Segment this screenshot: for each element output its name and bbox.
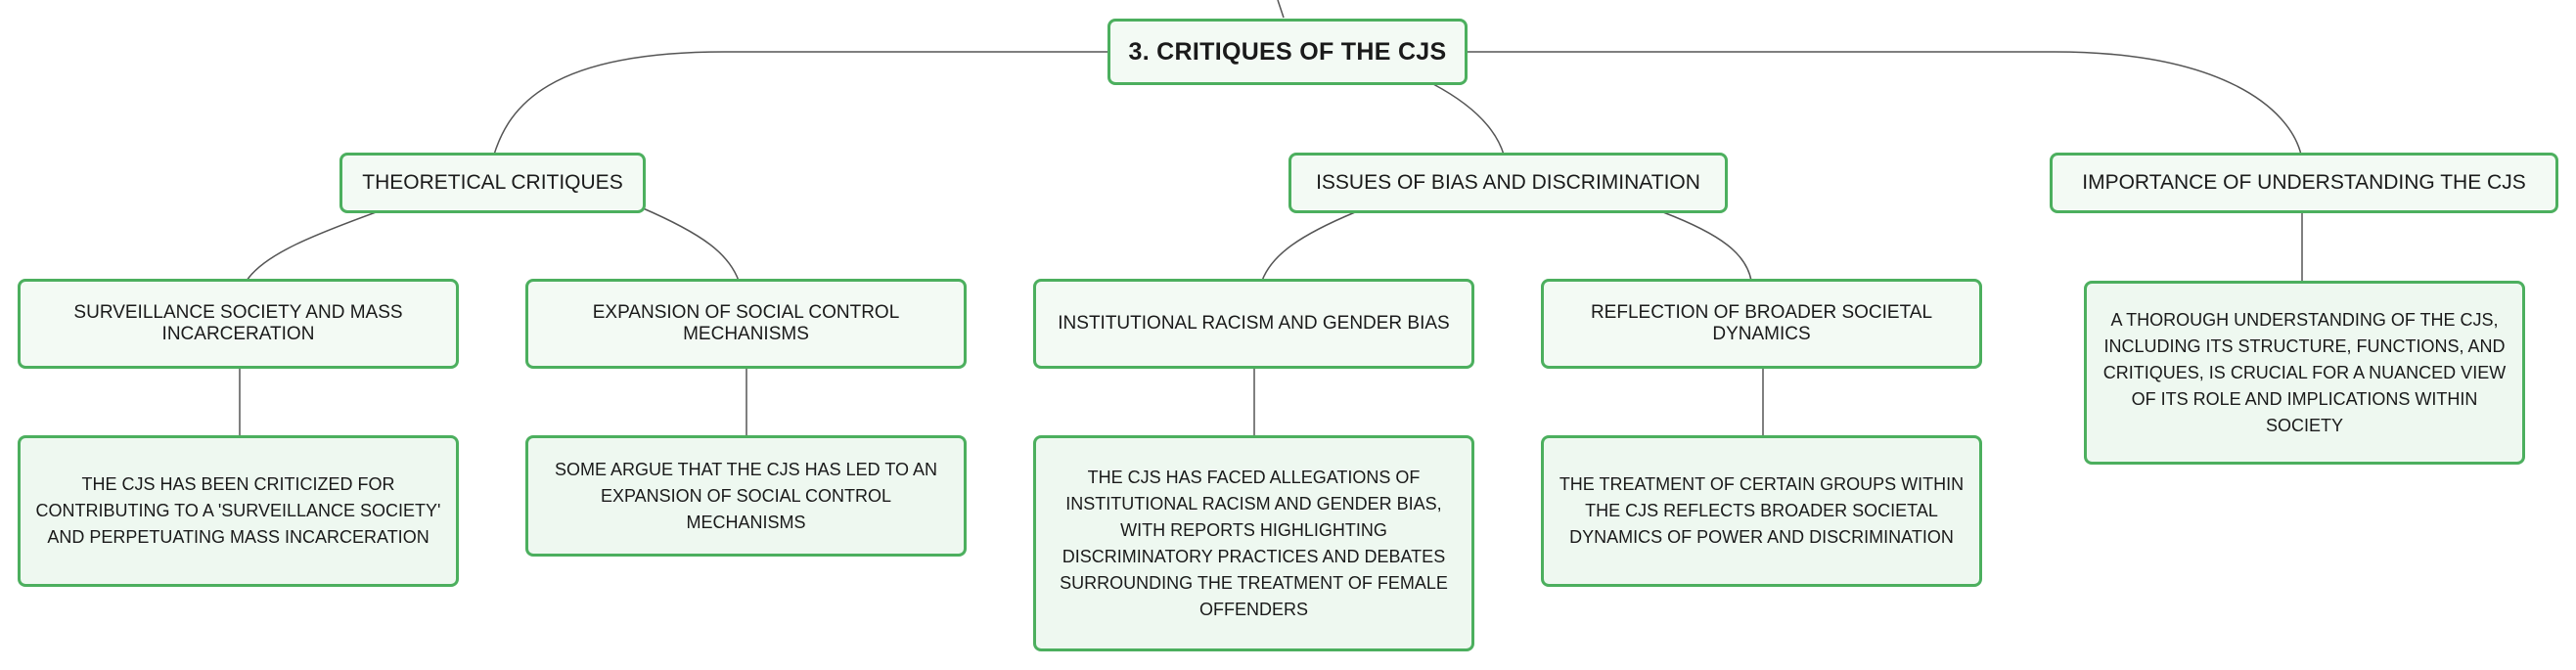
root-node[interactable]: 3. CRITIQUES OF THE CJS [1107,19,1468,85]
topic-label: EXPANSION OF SOCIAL CONTROL MECHANISMS [592,302,900,344]
detail-text: THE CJS HAS BEEN CRITICIZED FOR CONTRIBU… [35,474,441,547]
connector-root-bias [1432,83,1505,156]
root-label: 3. CRITIQUES OF THE CJS [1128,37,1447,66]
connector-theoretical-expansion [640,206,740,282]
detail-importance[interactable]: A THOROUGH UNDERSTANDING OF THE CJS, INC… [2084,281,2525,465]
topic-surveillance-society[interactable]: SURVEILLANCE SOCIETY AND MASS INCARCERAT… [18,279,459,369]
detail-surveillance[interactable]: THE CJS HAS BEEN CRITICIZED FOR CONTRIBU… [18,435,459,587]
detail-societal-dynamics[interactable]: THE TREATMENT OF CERTAIN GROUPS WITHIN T… [1541,435,1982,587]
detail-text: SOME ARGUE THAT THE CJS HAS LED TO AN EX… [554,459,938,532]
branch-bias-and-discrimination[interactable]: ISSUES OF BIAS AND DISCRIMINATION [1288,153,1728,213]
branch-theoretical-critiques[interactable]: THEORETICAL CRITIQUES [339,153,646,213]
branch-label: THEORETICAL CRITIQUES [362,171,623,194]
connector-incoming [1277,0,1285,19]
connector-bias-racism [1261,211,1356,282]
topic-broader-societal-dynamics[interactable]: REFLECTION OF BROADER SOCIETAL DYNAMICS [1541,279,1982,369]
branch-importance-of-understanding[interactable]: IMPORTANCE OF UNDERSTANDING THE CJS [2050,153,2558,213]
connector-root-importance [1466,51,2302,156]
detail-text: THE TREATMENT OF CERTAIN GROUPS WITHIN T… [1559,474,1965,547]
detail-institutional-racism[interactable]: THE CJS HAS FACED ALLEGATIONS OF INSTITU… [1033,435,1474,651]
branch-label: ISSUES OF BIAS AND DISCRIMINATION [1316,171,1700,194]
topic-label: REFLECTION OF BROADER SOCIETAL DYNAMICS [1590,302,1933,344]
detail-text: A THOROUGH UNDERSTANDING OF THE CJS, INC… [2102,309,2507,435]
topic-label: INSTITUTIONAL RACISM AND GENDER BIAS [1058,313,1450,334]
connector-root-theoretical [493,51,1109,156]
topic-label: SURVEILLANCE SOCIETY AND MASS INCARCERAT… [73,302,403,344]
connector-bias-societal [1662,211,1752,282]
topic-institutional-racism[interactable]: INSTITUTIONAL RACISM AND GENDER BIAS [1033,279,1474,369]
detail-text: THE CJS HAS FACED ALLEGATIONS OF INSTITU… [1060,467,1448,619]
detail-expansion[interactable]: SOME ARGUE THAT THE CJS HAS LED TO AN EX… [525,435,967,557]
branch-label: IMPORTANCE OF UNDERSTANDING THE CJS [2082,171,2526,194]
topic-expansion-social-control[interactable]: EXPANSION OF SOCIAL CONTROL MECHANISMS [525,279,967,369]
connector-theoretical-surveillance [246,206,390,282]
